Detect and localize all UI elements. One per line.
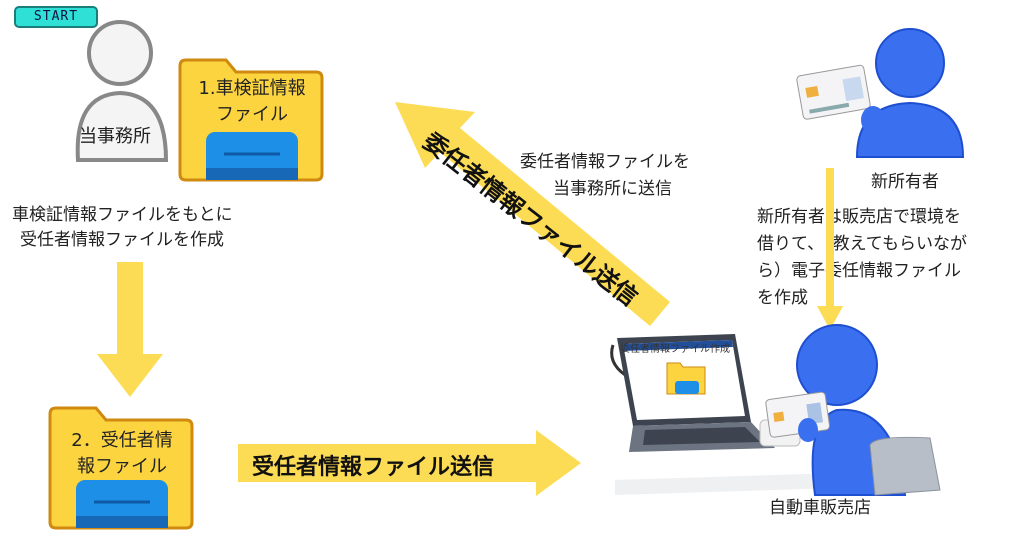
start-badge: START	[14, 6, 98, 28]
new-owner-person-icon	[796, 28, 965, 158]
folder1-label: 1.車検証情報 ファイル	[182, 76, 322, 128]
new-owner-note: 新所有者は販売店で環境を 借りて、（教えてもらいなが ら）電子委任情報ファイル …	[757, 204, 967, 312]
right-arrow-icon	[238, 430, 581, 496]
new-owner-note-line: 新所有者は販売店で環境を	[757, 207, 961, 227]
folder2-label: 2．受任者情 報ファイル	[52, 428, 192, 480]
folder2-line2: 報ファイル	[77, 456, 167, 477]
down-arrow-icon	[817, 168, 843, 330]
new-owner-note-line: ら）電子委任情報ファイル	[757, 261, 961, 281]
new-owner-label: 新所有者	[871, 172, 939, 192]
office-person-icon	[75, 20, 169, 162]
send-note-line1: 委任者情報ファイルを	[520, 152, 690, 172]
dealer-label: 自動車販売店	[769, 498, 871, 518]
send-note-line2: 当事務所に送信	[553, 179, 672, 199]
step1-text-line2: 受任者情報ファイルを作成	[20, 230, 224, 250]
folder1-line2: ファイル	[216, 104, 288, 125]
dealer-scene-illustration	[610, 324, 941, 496]
new-owner-note-line: を作成	[757, 288, 808, 308]
new-owner-note-line: 借りて、（教えてもらいなが	[757, 234, 967, 254]
step1-text-line1: 車検証情報ファイルをもとに	[12, 205, 233, 225]
folder2-line1: 2．受任者情	[71, 430, 173, 451]
folder-icon	[178, 58, 324, 182]
office-label: 当事務所	[79, 126, 151, 147]
send-right-label: 受任者情報ファイル送信	[252, 455, 495, 480]
laptop-screen-title: 委任者情報ファイル作成	[620, 344, 730, 355]
down-arrow-icon	[97, 262, 163, 397]
folder-icon	[48, 406, 194, 530]
folder1-line1: 1.車検証情報	[198, 78, 306, 99]
diagonal-arrow-icon	[395, 102, 670, 326]
folder-icon	[666, 362, 706, 395]
